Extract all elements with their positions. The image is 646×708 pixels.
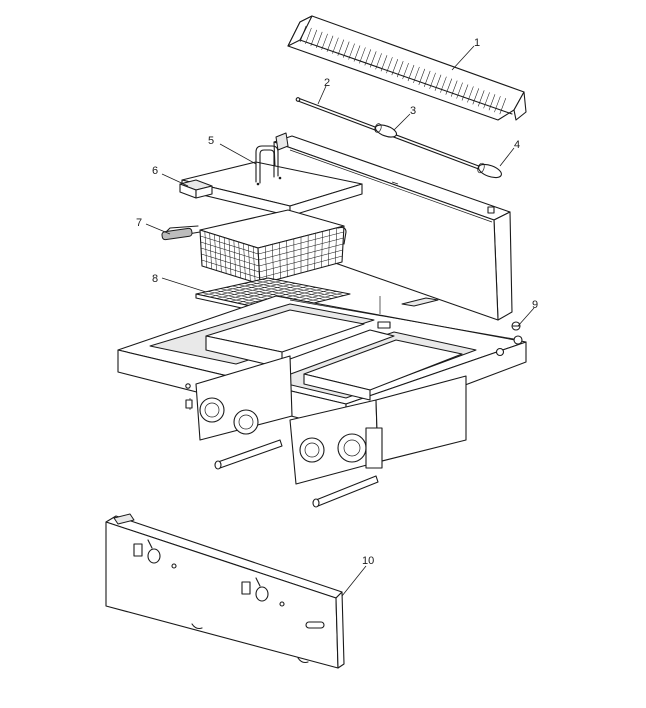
callout-7: 7 [136,217,142,229]
part-4-knob [477,162,502,179]
callout-9: 9 [532,299,538,311]
part-6-lid-handle [179,179,213,199]
leader-lines [145,45,535,597]
callout-2: 2 [324,77,330,89]
part-9-screw [511,321,521,331]
part-3-knob [374,123,398,138]
callout-1: 1 [474,37,480,49]
part-10-front-panel [105,513,345,669]
part-1-grease-guard-grate [287,15,527,121]
callout-6: 6 [152,165,158,177]
drain-pipes [214,439,379,508]
callout-3: 3 [410,105,416,117]
callout-4: 4 [514,139,520,151]
part-7-fry-basket [161,209,347,285]
callout-5: 5 [208,135,214,147]
callout-8: 8 [152,273,158,285]
vat-tanks [185,355,467,485]
callout-10: 10 [362,555,374,567]
callout-labels: 1 2 3 4 5 6 7 8 9 10 [136,37,538,567]
